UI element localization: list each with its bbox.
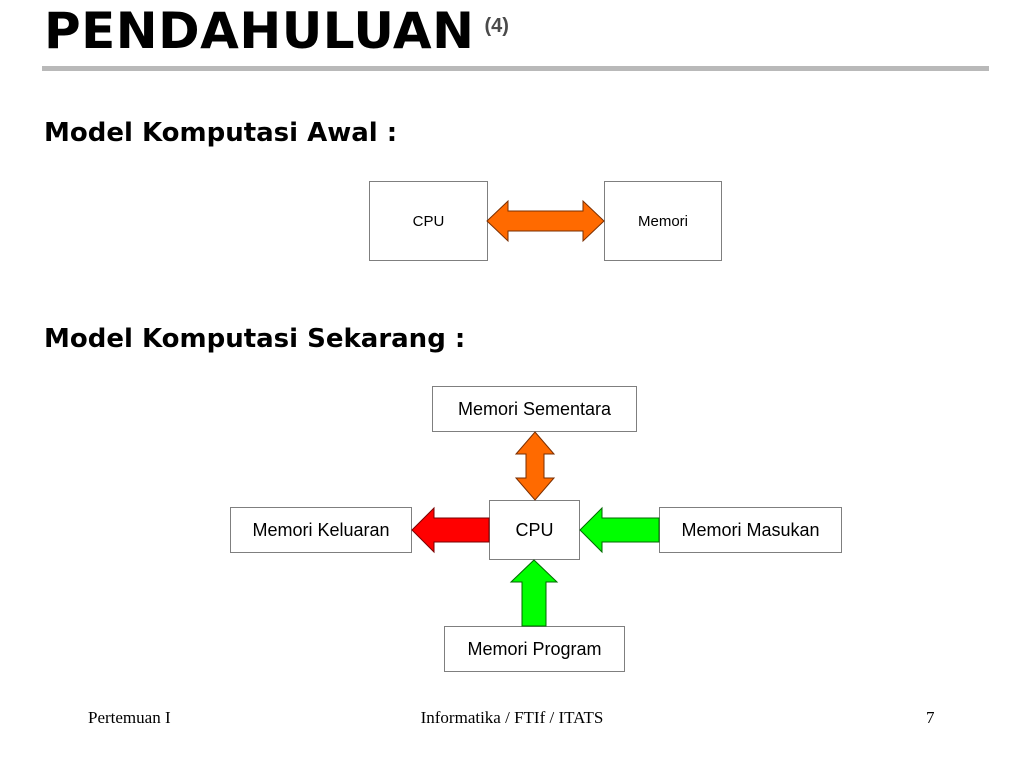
slide-title: PENDAHULUAN: [44, 2, 475, 60]
temp-double-arrow: [514, 431, 556, 501]
early-memory-box: Memori: [604, 181, 722, 261]
slide-title-group: PENDAHULUAN (4): [44, 2, 509, 66]
heading-early-model: Model Komputasi Awal :: [44, 118, 398, 148]
early-cpu-box: CPU: [369, 181, 488, 261]
program-arrow: [509, 559, 559, 627]
footer-page-number: 7: [926, 708, 935, 727]
output-memory-box: Memori Keluaran: [230, 507, 412, 553]
footer-left: Pertemuan I: [88, 708, 171, 727]
heading-current-model: Model Komputasi Sekarang :: [44, 324, 466, 354]
footer-center: Informatika / FTIf / ITATS: [420, 708, 604, 727]
input-memory-box: Memori Masukan: [659, 507, 842, 553]
title-divider: [42, 66, 989, 71]
slide-title-number: (4): [484, 15, 509, 37]
input-arrow: [579, 506, 660, 554]
current-cpu-box: CPU: [489, 500, 580, 560]
temp-memory-box: Memori Sementara: [432, 386, 637, 432]
program-memory-box: Memori Program: [444, 626, 625, 672]
output-arrow: [411, 506, 490, 554]
early-double-arrow: [486, 199, 605, 243]
